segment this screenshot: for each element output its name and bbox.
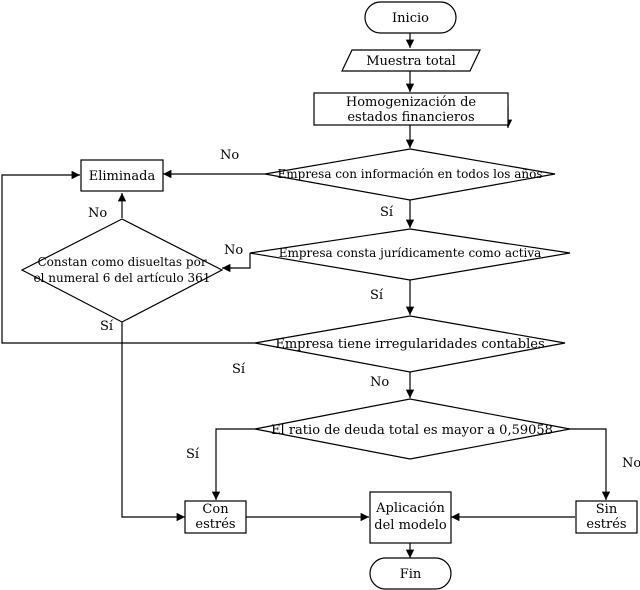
- aplicacion-label-2: del modelo: [374, 518, 447, 533]
- decision-ratio-label: El ratio de deuda total es mayor a 0,590…: [271, 423, 553, 438]
- decision-activa: Empresa consta jurídicamente como activa: [249, 228, 571, 281]
- decision-informacion-label: Empresa con información en todos los año…: [278, 167, 543, 181]
- node-aplicacion-modelo: Aplicación del modelo: [369, 491, 452, 544]
- label-activa-no: No: [224, 243, 243, 258]
- label-ratio-no: No: [622, 456, 640, 471]
- homogenizacion-label-2: estados financieros: [347, 110, 474, 125]
- sin-estres-label-2: estrés: [586, 517, 626, 532]
- fin-label: Fin: [400, 567, 422, 582]
- decision-disueltas: Constan como disueltas por el numeral 6 …: [20, 218, 224, 323]
- label-irreg-si: Sí: [232, 362, 246, 377]
- label-disueltas-no: No: [88, 206, 107, 221]
- con-estres-label-2: estrés: [195, 517, 235, 532]
- decision-informacion: Empresa con información en todos los año…: [264, 148, 556, 201]
- label-info-si: Sí: [380, 205, 394, 220]
- label-irreg-no: No: [370, 375, 389, 390]
- label-ratio-si: Sí: [186, 447, 200, 462]
- decision-irregularidades-label: Empresa tiene irregularidades contables: [275, 337, 544, 352]
- aplicacion-label-1: Aplicación: [375, 501, 445, 516]
- decision-ratio: El ratio de deuda total es mayor a 0,590…: [254, 398, 571, 460]
- decision-irregularidades: Empresa tiene irregularidades contables: [254, 315, 566, 373]
- node-con-estres: Con estrés: [184, 500, 247, 534]
- edge-labels: No Sí No Sí No Sí Sí No Sí No: [88, 148, 640, 471]
- sin-estres-label-1: Sin: [596, 502, 618, 517]
- edge-activa-disueltas: [222, 253, 251, 273]
- eliminada-label: Eliminada: [89, 169, 156, 184]
- edge-ratio-con: [211, 428, 255, 500]
- homogenizacion-label-1: Homogenización de: [346, 95, 477, 110]
- node-eliminada: Eliminada: [80, 159, 164, 192]
- decision-activa-label: Empresa consta jurídicamente como activa: [279, 246, 542, 260]
- edge-irreg-eliminada: [1, 170, 255, 344]
- node-fin: Fin: [369, 557, 452, 590]
- decision-disueltas-label-1: Constan como disueltas por: [37, 255, 206, 269]
- node-sin-estres: Sin estrés: [575, 500, 638, 534]
- label-activa-si: Sí: [370, 288, 384, 303]
- edges: [1, 33, 611, 558]
- edge-ratio-sin: [570, 428, 611, 500]
- node-inicio: Inicio: [364, 1, 457, 34]
- label-info-no: No: [220, 148, 239, 163]
- con-estres-label-1: Con: [202, 502, 229, 517]
- decision-disueltas-label-2: el numeral 6 del artículo 361: [34, 271, 211, 285]
- muestra-total-label: Muestra total: [366, 54, 456, 69]
- inicio-label: Inicio: [392, 11, 429, 26]
- node-homogenizacion: Homogenización de estados financieros: [313, 92, 509, 126]
- label-disueltas-si: Sí: [100, 319, 114, 334]
- node-muestra-total: Muestra total: [341, 49, 481, 72]
- edge-disueltas-con: [121, 322, 185, 522]
